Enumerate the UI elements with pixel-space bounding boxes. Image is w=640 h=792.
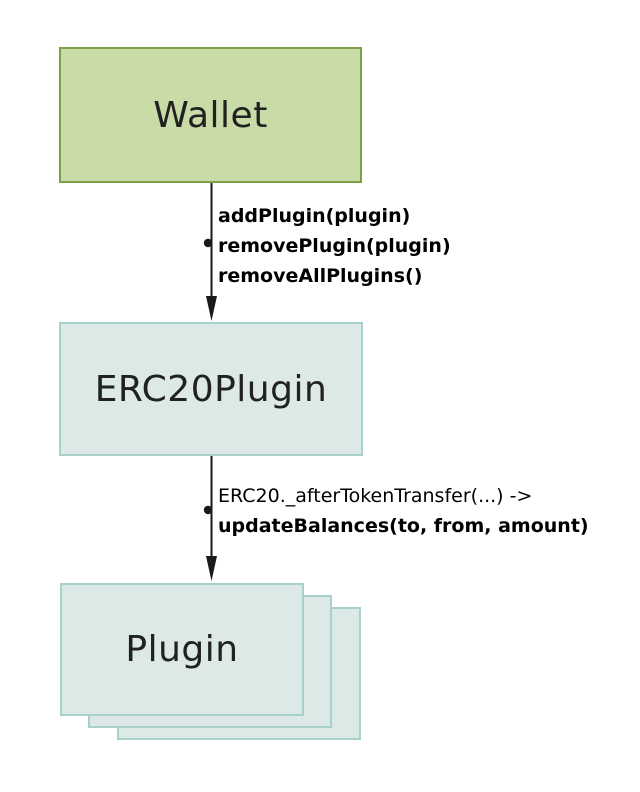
node-wallet-label: Wallet — [153, 94, 268, 136]
edge-label-line: updateBalances(to, from, amount) — [218, 515, 589, 537]
arrowhead-down-icon — [206, 556, 217, 581]
edge-label-wallet-to-erc20plugin: addPlugin(plugin) removePlugin(plugin) r… — [218, 201, 451, 291]
node-plugin: Plugin — [60, 583, 304, 716]
edge-label-line: removeAllPlugins() — [218, 265, 423, 287]
edge-label-line: ERC20._afterTokenTransfer(...) -> — [218, 485, 533, 507]
edge-midpoint-dot — [203, 505, 213, 515]
arrow-erc20plugin-to-plugin — [203, 456, 217, 581]
node-plugin-label: Plugin — [125, 629, 239, 670]
edge-label-erc20plugin-to-plugin: ERC20._afterTokenTransfer(...) -> update… — [218, 481, 589, 541]
arrow-wallet-to-erc20plugin — [203, 183, 217, 321]
node-wallet: Wallet — [59, 47, 362, 183]
node-erc20plugin-label: ERC20Plugin — [94, 368, 328, 410]
node-erc20plugin: ERC20Plugin — [59, 322, 363, 456]
edge-midpoint-dot — [203, 238, 213, 248]
edge-label-line: removePlugin(plugin) — [218, 235, 451, 257]
arrowhead-down-icon — [206, 296, 217, 321]
edge-label-line: addPlugin(plugin) — [218, 205, 411, 227]
